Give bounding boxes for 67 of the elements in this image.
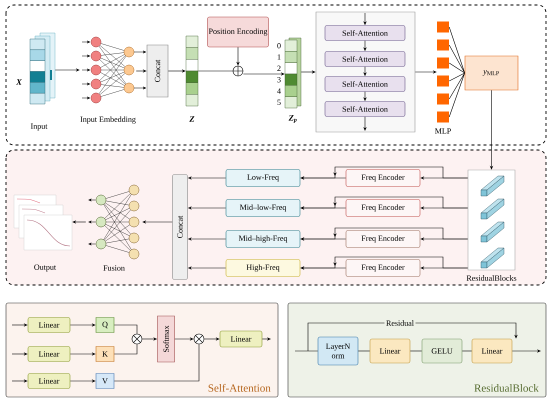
value-cube: V bbox=[96, 373, 114, 389]
edge-label: Residual bbox=[384, 318, 416, 328]
concat-box: Concat bbox=[172, 174, 188, 280]
linear-box: Linear bbox=[28, 317, 70, 333]
connector-line bbox=[462, 350, 472, 352]
gelu-box: GELU bbox=[422, 338, 462, 364]
index-number: 5 bbox=[277, 100, 281, 105]
encoder-box: Freq Encoder bbox=[346, 169, 420, 187]
linear-box: Linear bbox=[370, 338, 410, 364]
encoder-box: Freq Encoder bbox=[346, 199, 420, 217]
node-caption: X bbox=[16, 79, 22, 85]
embedding-vector bbox=[186, 36, 198, 106]
node-caption: Z bbox=[189, 116, 194, 122]
linear-box: Linear bbox=[28, 373, 70, 389]
connector-line bbox=[410, 350, 422, 352]
index-number: 3 bbox=[277, 77, 281, 82]
layernorm-box: LayerN orm bbox=[318, 336, 358, 366]
input-vector bbox=[30, 32, 56, 104]
encoding-box: Position Encoding bbox=[207, 16, 269, 48]
attention-box: Self-Attention bbox=[324, 101, 406, 117]
node-caption: Z$_{p}$ bbox=[288, 115, 297, 123]
embedding-vector bbox=[284, 38, 302, 108]
mlp-drawing bbox=[437, 22, 449, 122]
linear-box: Linear bbox=[472, 338, 512, 364]
band-box: Mid–high-Freq bbox=[226, 230, 300, 248]
encoder-box: Freq Encoder bbox=[346, 230, 420, 248]
index-number: 4 bbox=[277, 88, 281, 94]
connector-line bbox=[198, 70, 233, 72]
connector-line bbox=[358, 350, 370, 352]
arrow bbox=[308, 322, 518, 352]
connector-line bbox=[114, 344, 138, 354]
node-caption: Output bbox=[34, 264, 56, 272]
key-cube: K bbox=[96, 346, 114, 362]
connector-line bbox=[448, 26, 465, 118]
connector-line bbox=[114, 344, 200, 382]
node-caption: MLP bbox=[435, 128, 451, 134]
node-caption: Fusion bbox=[103, 265, 125, 271]
index-number: 1 bbox=[278, 54, 281, 60]
node-caption: Input bbox=[30, 124, 48, 130]
residual-blocks-box bbox=[468, 170, 516, 270]
connector-line bbox=[294, 350, 318, 352]
band-box: Mid–low-Freq bbox=[226, 199, 300, 217]
index-number: 2 bbox=[277, 66, 281, 71]
node-caption: ResidualBlocks bbox=[466, 275, 516, 281]
index-number: 0 bbox=[277, 43, 281, 48]
multiply-circle bbox=[132, 334, 142, 344]
attention-box: Self-Attention bbox=[324, 76, 406, 92]
node-caption: Input Embedding bbox=[80, 116, 136, 124]
connector-line bbox=[114, 324, 138, 334]
attention-box: Self-Attention bbox=[324, 51, 406, 67]
concat-box: Concat bbox=[146, 44, 168, 98]
band-box: Low-Freq bbox=[226, 169, 300, 187]
panel-title: ResidualBlock bbox=[474, 384, 539, 392]
encoder-box: Freq Encoder bbox=[346, 259, 420, 277]
plot-drawing bbox=[14, 194, 72, 250]
band-box: High-Freq bbox=[226, 259, 300, 277]
attention-box: Self-Attention bbox=[324, 25, 406, 41]
linear-box: Linear bbox=[28, 346, 70, 362]
panel-title: Self-Attention bbox=[208, 384, 271, 392]
query-cube: Q bbox=[96, 317, 114, 333]
add-circle bbox=[232, 66, 244, 76]
softmax-box: Softmax bbox=[157, 316, 175, 362]
linear-box: Linear bbox=[220, 330, 262, 348]
multiply-circle bbox=[194, 334, 204, 344]
output-box: y$_{MLP}$ bbox=[464, 56, 518, 90]
neural-network-drawing bbox=[88, 184, 140, 260]
neural-network-drawing bbox=[82, 36, 146, 104]
